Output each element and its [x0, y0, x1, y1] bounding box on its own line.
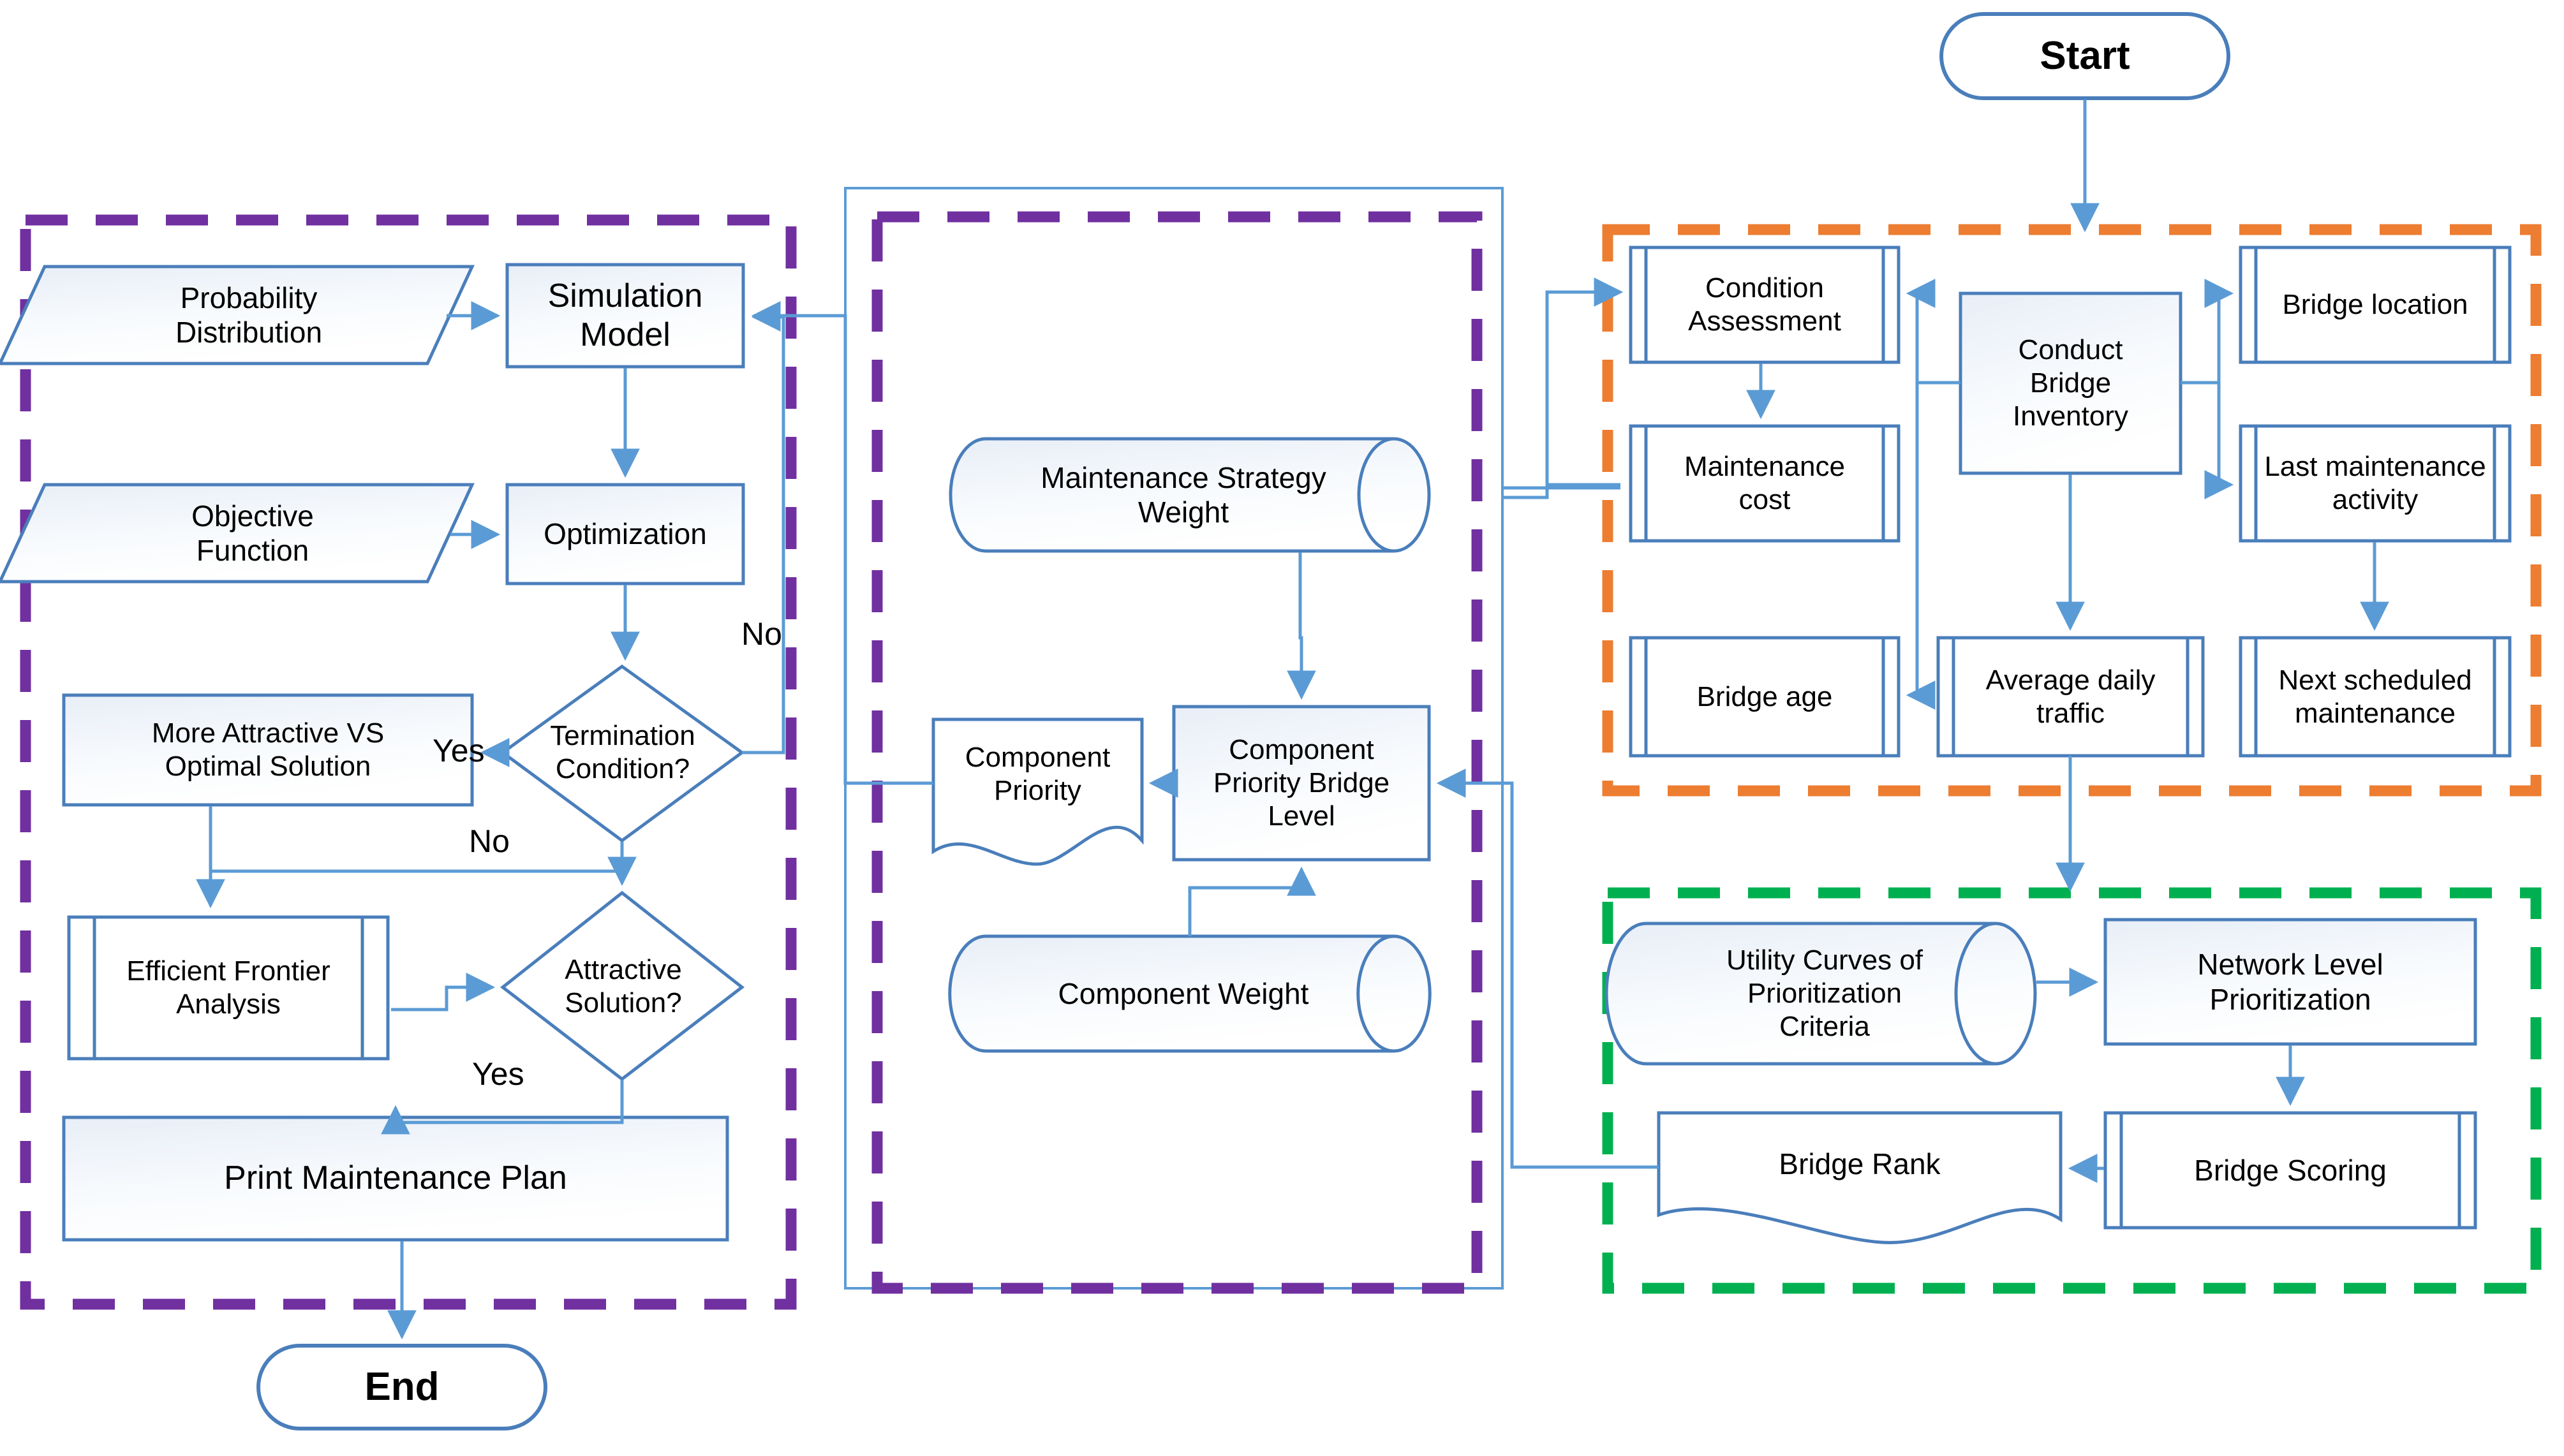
edge-inventory-to-condition	[1906, 279, 1960, 385]
edge-inventory-to-last-maintenance	[2204, 383, 2234, 499]
component-priority-bridge-level-shape	[1172, 705, 1431, 862]
edge-bridge-rank-to-cpbl	[1436, 768, 1659, 1169]
average-daily-traffic-shape	[1936, 636, 2205, 758]
edge-inventory-to-bridge-age	[1906, 383, 1936, 710]
condition-assessment-shape	[1629, 246, 1901, 364]
termination-condition-shape	[500, 664, 745, 843]
edge-termination-no-to-sim	[742, 302, 785, 754]
edge-label-no-termination-right: No	[741, 616, 782, 652]
maintenance-cost-shape	[1629, 424, 1901, 543]
optimization-shape	[505, 483, 745, 585]
edge-frame-to-condition	[1502, 277, 1624, 499]
conduct-bridge-inventory-shape	[1959, 291, 2182, 475]
edge-label-yes-attractive: Yes	[472, 1056, 524, 1092]
edge-component-weight-to-cpbl	[1188, 866, 1316, 936]
bridge-rank-shape	[1657, 1111, 2063, 1244]
attractive-solution-shape	[500, 890, 745, 1082]
component-priority-shape	[931, 717, 1144, 866]
edge-efficient-to-attractive	[391, 973, 496, 1011]
group-network-prioritization	[1602, 887, 2542, 1294]
simulation-model-shape	[505, 263, 745, 369]
group-bridge-inventory	[1602, 224, 2542, 797]
edge-strategy-weight-to-cpbl	[1287, 552, 1316, 700]
print-maintenance-plan-shape	[62, 1115, 729, 1242]
edge-inventory-to-location	[2181, 279, 2234, 385]
bridge-location-shape	[2239, 246, 2512, 364]
next-scheduled-maintenance-shape	[2239, 636, 2512, 758]
edge-attractive-yes-to-print	[381, 1080, 624, 1135]
network-level-prioritization-shape	[2103, 918, 2477, 1046]
group-simulation-optimization	[20, 214, 797, 1310]
utility-curves-shape	[1604, 922, 2037, 1066]
group-component-priority	[871, 211, 1483, 1294]
edge-component-priority-to-sim	[751, 301, 933, 785]
edge-termination-no-down	[211, 842, 624, 873]
edge-label-yes-termination: Yes	[433, 733, 485, 768]
bridge-scoring-shape	[2103, 1111, 2477, 1230]
edge-label-no-termination-down: No	[469, 823, 510, 859]
more-attractive-shape	[62, 693, 474, 807]
end-terminator	[256, 1344, 547, 1430]
maintenance-strategy-weight-shape	[949, 437, 1431, 553]
bridge-age-shape	[1629, 636, 1901, 758]
objective-function-shape	[0, 483, 475, 584]
start-terminator	[1939, 12, 2230, 100]
efficient-frontier-shape	[67, 915, 390, 1061]
probability-distribution-shape	[0, 265, 475, 365]
last-maintenance-activity-shape	[2239, 424, 2512, 543]
component-weight-shape	[948, 934, 1432, 1053]
